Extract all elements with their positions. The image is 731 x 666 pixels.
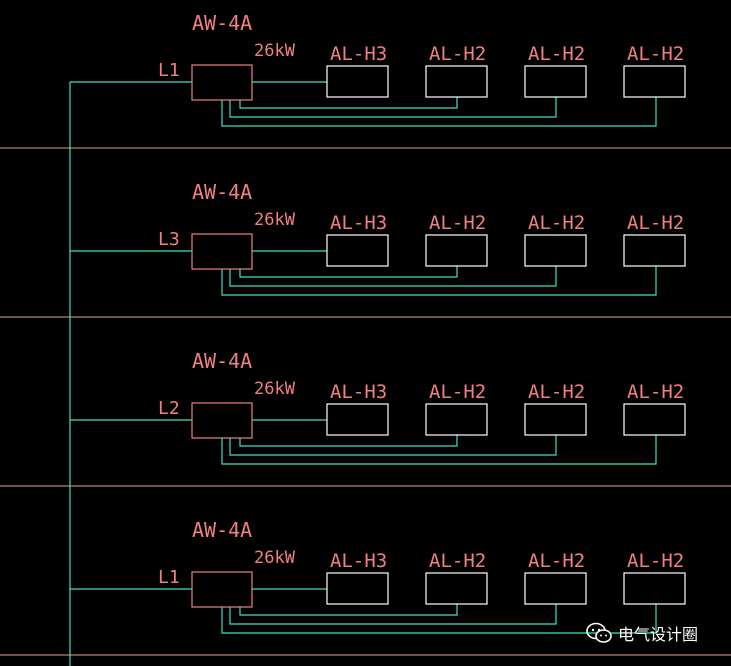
cable-line xyxy=(229,435,557,456)
phase-label: L2 xyxy=(158,398,180,419)
cable-line xyxy=(239,266,458,278)
panel-label: AL-H2 xyxy=(429,212,486,234)
panel-label: AL-H3 xyxy=(330,212,387,234)
cable-line xyxy=(229,97,557,118)
panel-label: AL-H2 xyxy=(429,381,486,403)
panel-box xyxy=(425,403,488,436)
power-label: 26kW xyxy=(254,210,296,230)
panel-box xyxy=(623,65,686,98)
phase-label: L1 xyxy=(158,60,180,81)
cabinet-box xyxy=(191,402,253,439)
phase-label: L3 xyxy=(158,229,180,250)
panel-box xyxy=(425,234,488,267)
panel-box xyxy=(524,572,587,605)
panel-label: AL-H2 xyxy=(429,550,486,572)
panel-label: AL-H2 xyxy=(627,381,684,403)
power-label: 26kW xyxy=(254,379,296,399)
cable-line xyxy=(221,435,657,465)
wechat-icon xyxy=(586,622,612,643)
phase-label: L1 xyxy=(158,567,180,588)
panel-box xyxy=(326,234,389,267)
cable-line xyxy=(221,97,657,127)
panel-box xyxy=(524,65,587,98)
cable-line xyxy=(239,97,458,109)
panel-box xyxy=(524,403,587,436)
panel-label: AL-H2 xyxy=(528,212,585,234)
cabinet-box xyxy=(191,571,253,608)
panel-label: AL-H2 xyxy=(528,550,585,572)
cable-line xyxy=(221,604,657,634)
watermark: 电气设计圈 xyxy=(586,621,698,645)
cabinet-box xyxy=(191,233,253,270)
panel-label: AL-H2 xyxy=(627,212,684,234)
panel-box xyxy=(623,234,686,267)
cabinet-label: AW-4A xyxy=(192,11,252,35)
panel-label: AL-H3 xyxy=(330,381,387,403)
panel-box xyxy=(326,572,389,605)
panel-box xyxy=(524,234,587,267)
watermark-text: 电气设计圈 xyxy=(618,625,699,644)
panel-box xyxy=(326,403,389,436)
panel-label: AL-H2 xyxy=(429,43,486,65)
cabinet-label: AW-4A xyxy=(192,180,252,204)
panel-box xyxy=(623,572,686,605)
panel-box xyxy=(326,65,389,98)
cabinet-label: AW-4A xyxy=(192,349,252,373)
cable-line xyxy=(229,604,557,625)
panel-label: AL-H3 xyxy=(330,43,387,65)
panel-box xyxy=(425,572,488,605)
panel-label: AL-H2 xyxy=(627,43,684,65)
power-label: 26kW xyxy=(254,41,296,61)
panel-box xyxy=(623,403,686,436)
cabinet-label: AW-4A xyxy=(192,518,252,542)
panel-label: AL-H2 xyxy=(627,550,684,572)
panel-box xyxy=(425,65,488,98)
panel-label: AL-H3 xyxy=(330,550,387,572)
cable-line xyxy=(239,435,458,447)
cable-line xyxy=(229,266,557,287)
cabinet-box xyxy=(191,64,253,101)
power-label: 26kW xyxy=(254,548,296,568)
panel-label: AL-H2 xyxy=(528,43,585,65)
panel-label: AL-H2 xyxy=(528,381,585,403)
cable-line xyxy=(239,604,458,616)
cable-line xyxy=(221,266,657,296)
